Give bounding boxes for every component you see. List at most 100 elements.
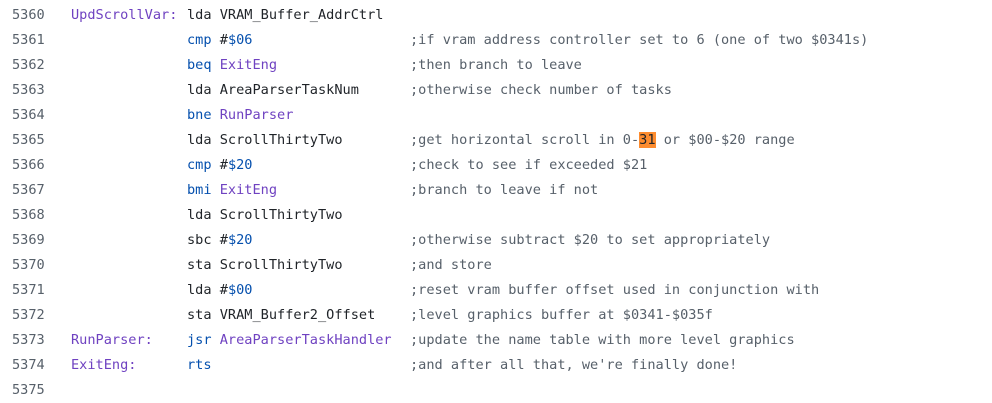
immediate-value: $06 [227, 32, 253, 48]
comment-text: ;and after all that, we're finally done! [410, 357, 738, 373]
comment: ;reset vram buffer offset used in conjun… [410, 278, 819, 303]
line-number[interactable]: 5365 [12, 132, 45, 148]
operand: # [219, 32, 228, 48]
instruction: sbc #$20 [187, 228, 253, 253]
comment: ;if vram address controller set to 6 (on… [410, 28, 868, 53]
comment: ;then branch to leave [410, 53, 582, 78]
instruction: beq ExitEng [187, 53, 277, 78]
immediate-value: $20 [227, 157, 253, 173]
code-line: 5372 sta VRAM_Buffer2_Offset ;level graphi… [0, 303, 992, 328]
line-number[interactable]: 5360 [12, 7, 45, 23]
comment: ;otherwise subtract $20 to set appropria… [410, 228, 770, 253]
line-number[interactable]: 5369 [12, 232, 45, 248]
comment: ;and after all that, we're finally done! [410, 353, 737, 378]
mnemonic: lda [187, 7, 212, 23]
operand: # [219, 232, 228, 248]
mnemonic: bmi [187, 182, 212, 198]
instruction: sta VRAM_Buffer2_Offset [187, 303, 375, 328]
code-label: UpdScrollVar: [71, 7, 178, 23]
instruction: rts [187, 353, 212, 378]
code-line: 5375 [0, 378, 992, 403]
instruction: lda VRAM_Buffer_AddrCtrl [187, 3, 383, 28]
code-viewer: 5360 UpdScrollVar: lda VRAM_Buffer_AddrCtr… [0, 3, 992, 403]
comment-text: ;check to see if exceeded $21 [410, 157, 648, 173]
line-number[interactable]: 5361 [12, 32, 45, 48]
code-line: 5361 cmp #$06 ;if vram address controller … [0, 28, 992, 53]
comment: ;branch to leave if not [410, 178, 598, 203]
code-line: 5363 lda AreaParserTaskNum ;otherwise chec… [0, 78, 992, 103]
line-number[interactable]: 5368 [12, 207, 45, 223]
comment: ;check to see if exceeded $21 [410, 153, 647, 178]
comment-text: ;reset vram buffer offset used in conjun… [410, 282, 820, 298]
mnemonic: lda [187, 132, 212, 148]
search-highlight: 31 [639, 132, 656, 148]
comment-text: ;otherwise check number of tasks [410, 82, 672, 98]
comment-text: ;otherwise subtract $20 to set appropria… [410, 232, 771, 248]
code-line: 5365 lda ScrollThirtyTwo ;get horizontal s… [0, 128, 992, 153]
instruction: lda ScrollThirtyTwo [187, 128, 343, 153]
immediate-value: $20 [227, 232, 253, 248]
instruction: bne RunParser [187, 103, 293, 128]
line-number[interactable]: 5370 [12, 257, 45, 273]
operand: # [219, 157, 228, 173]
code-line: 5366 cmp #$20 ;check to see if exceeded $2… [0, 153, 992, 178]
instruction: sta ScrollThirtyTwo [187, 253, 343, 278]
mnemonic: jsr [187, 332, 212, 348]
mnemonic: sta [187, 257, 212, 273]
line-number[interactable]: 5362 [12, 57, 45, 73]
operand: AreaParserTaskNum [219, 82, 359, 98]
comment-text: ;update the name table with more level g… [410, 332, 795, 348]
line-number[interactable]: 5367 [12, 182, 45, 198]
mnemonic: lda [187, 207, 212, 223]
line-number[interactable]: 5372 [12, 307, 45, 323]
instruction: jsr AreaParserTaskHandler [187, 328, 392, 353]
code-line: 5360 UpdScrollVar: lda VRAM_Buffer_AddrCtr… [0, 3, 992, 28]
label-reference[interactable]: AreaParserTaskHandler [219, 332, 392, 348]
code-line: 5374 ExitEng: rts ;and after all that, we'r… [0, 353, 992, 378]
label-reference[interactable]: ExitEng [219, 182, 278, 198]
line-number[interactable]: 5371 [12, 282, 45, 298]
comment: ;level graphics buffer at $0341-$035f [410, 303, 713, 328]
code-line: 5369 sbc #$20 ;otherwise subtract $20 to s… [0, 228, 992, 253]
mnemonic: lda [187, 282, 212, 298]
line-number[interactable]: 5366 [12, 157, 45, 173]
mnemonic: sbc [187, 232, 212, 248]
comment: ;otherwise check number of tasks [410, 78, 672, 103]
comment-text: ;level graphics buffer at $0341-$035f [410, 307, 713, 323]
instruction: bmi ExitEng [187, 178, 277, 203]
mnemonic: bne [187, 107, 212, 123]
instruction: lda ScrollThirtyTwo [187, 203, 343, 228]
code-line: 5367 bmi ExitEng ;branch to leave if not [0, 178, 992, 203]
mnemonic: rts [187, 357, 212, 373]
label-reference[interactable]: ExitEng [219, 57, 278, 73]
mnemonic: beq [187, 57, 212, 73]
code-label: ExitEng: [71, 357, 137, 373]
code-line: 5364 bne RunParser [0, 103, 992, 128]
comment-text: ;if vram address controller set to 6 (on… [410, 32, 869, 48]
line-number[interactable]: 5373 [12, 332, 45, 348]
operand: VRAM_Buffer_AddrCtrl [219, 7, 384, 23]
instruction: cmp #$06 [187, 28, 253, 53]
line-number[interactable]: 5363 [12, 82, 45, 98]
mnemonic: sta [187, 307, 212, 323]
mnemonic: cmp [187, 157, 212, 173]
instruction: lda AreaParserTaskNum [187, 78, 359, 103]
comment-text: or $00-$20 range [655, 132, 795, 148]
comment: ;update the name table with more level g… [410, 328, 795, 353]
code-line: 5362 beq ExitEng ;then branch to leave [0, 53, 992, 78]
line-number[interactable]: 5374 [12, 357, 45, 373]
instruction: cmp #$20 [187, 153, 253, 178]
operand: ScrollThirtyTwo [219, 207, 343, 223]
line-number[interactable]: 5375 [12, 382, 45, 398]
label-reference[interactable]: RunParser [219, 107, 294, 123]
comment: ;get horizontal scroll in 0-31 or $00-$2… [410, 128, 795, 153]
comment-text: ;branch to leave if not [410, 182, 599, 198]
immediate-value: $00 [227, 282, 253, 298]
comment-text: ;get horizontal scroll in 0- [410, 132, 640, 148]
line-number[interactable]: 5364 [12, 107, 45, 123]
mnemonic: cmp [187, 32, 212, 48]
code-line: 5371 lda #$00 ;reset vram buffer offset us… [0, 278, 992, 303]
operand: # [219, 282, 228, 298]
